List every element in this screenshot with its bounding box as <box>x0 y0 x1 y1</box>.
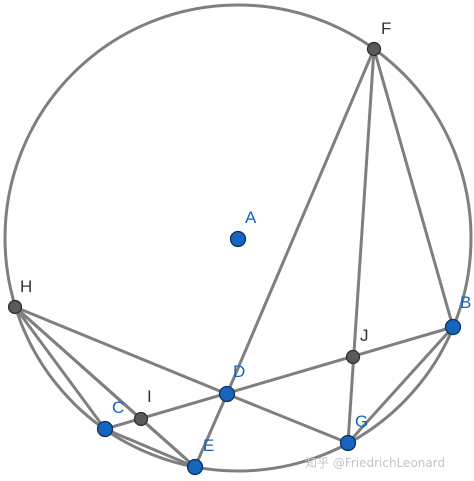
point-e <box>186 458 204 476</box>
point-d <box>218 385 236 403</box>
label-a: A <box>245 208 257 227</box>
label-c: C <box>112 398 124 417</box>
label-i: I <box>147 387 152 406</box>
point-i <box>133 411 149 427</box>
points-group <box>7 41 462 476</box>
label-e: E <box>203 436 214 455</box>
label-f: F <box>381 19 391 38</box>
segment-dg <box>225 392 350 445</box>
label-g: G <box>355 412 368 431</box>
point-c <box>96 420 114 438</box>
watermark: 知乎 @FriedrichLeonard <box>305 456 445 470</box>
label-j: J <box>360 326 369 345</box>
segment-ce <box>103 427 197 469</box>
label-b: B <box>460 293 471 312</box>
segment-fb <box>372 47 455 329</box>
point-j <box>345 349 361 365</box>
segment-fd <box>225 47 376 396</box>
labels-group: A B C D E F G H I J <box>20 19 471 455</box>
segment-ie <box>139 417 197 469</box>
point-b <box>444 318 462 336</box>
segments-group <box>13 47 455 469</box>
segment-hc <box>13 305 107 431</box>
point-h <box>7 299 23 315</box>
segment-gb <box>346 325 455 445</box>
label-d: D <box>233 362 245 381</box>
segment-fg <box>346 47 376 445</box>
segment-de <box>193 392 229 469</box>
point-a <box>229 230 247 248</box>
point-f <box>366 41 382 57</box>
point-g <box>339 434 357 452</box>
circumcircle <box>3 3 473 473</box>
segment-cb <box>103 325 455 431</box>
label-h: H <box>20 277 32 296</box>
segment-hd <box>13 305 229 396</box>
